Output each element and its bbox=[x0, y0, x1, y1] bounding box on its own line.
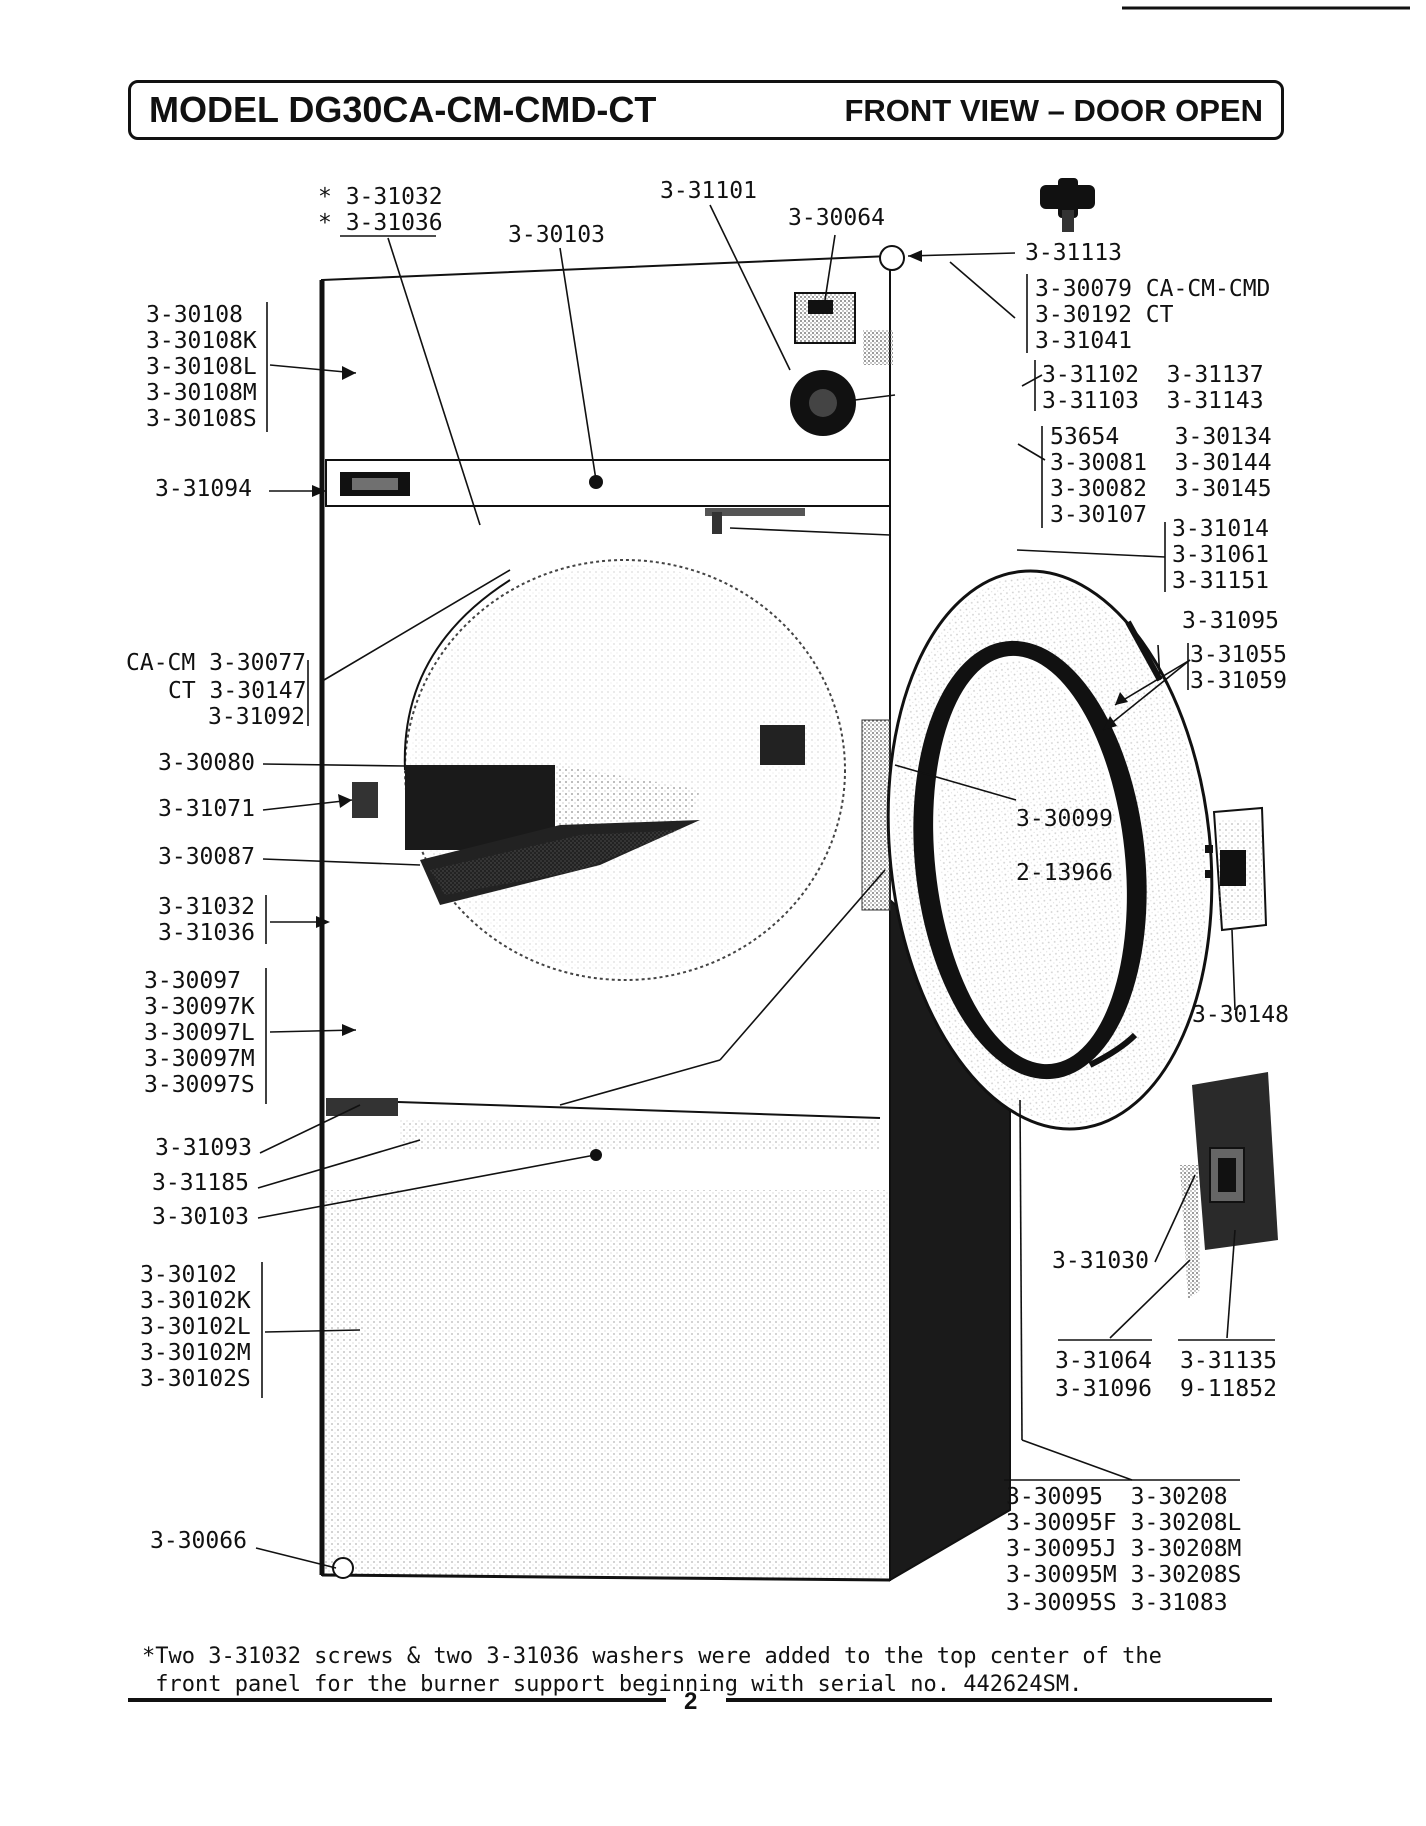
callout-top-panel-1: 3-30108K bbox=[146, 328, 257, 354]
door-strike bbox=[1180, 1072, 1278, 1300]
callout-door-assembly-4: 3-30095S 3-31083 bbox=[1006, 1590, 1228, 1616]
callout-right-d-0: 3-31014 bbox=[1172, 516, 1269, 542]
callout-door-gasket: 3-30099 bbox=[1016, 806, 1113, 832]
callout-kick-strip: 3-31093 bbox=[155, 1135, 252, 1161]
door-catch bbox=[1205, 806, 1268, 932]
callout-right-a-0: 3-30079 CA-CM-CMD bbox=[1035, 276, 1271, 302]
callout-door-assembly-3: 3-30095M 3-30208S bbox=[1006, 1562, 1242, 1588]
callout-lower-screw: 3-30103 bbox=[152, 1204, 249, 1230]
callout-leg: 3-30066 bbox=[150, 1528, 247, 1554]
knob-icon bbox=[1040, 178, 1095, 232]
callout-side-screws-1: 3-31036 bbox=[158, 920, 255, 946]
door bbox=[886, 569, 1214, 1131]
callout-lint-screen-top: 3-30080 bbox=[158, 750, 255, 776]
callout-side-screws-0: 3-31032 bbox=[158, 894, 255, 920]
lint-screen bbox=[352, 725, 805, 905]
callout-strike-left-0: 3-31064 bbox=[1055, 1348, 1152, 1374]
callout-lower-panel-3: 3-30102M bbox=[140, 1340, 251, 1366]
callout-door-hinge-pin: 3-31095 bbox=[1182, 608, 1279, 634]
callout-door-glass-1: 3-31059 bbox=[1190, 668, 1287, 694]
callout-cylinder-2: 3-31092 bbox=[208, 704, 305, 730]
leader-lines bbox=[255, 204, 1275, 1569]
callout-right-d-1: 3-31061 bbox=[1172, 542, 1269, 568]
callout-top-right-screw: 3-31113 bbox=[1025, 240, 1122, 266]
callout-front-panel-3: 3-30097M bbox=[144, 1046, 255, 1072]
callout-right-c-0: 53654 3-30134 bbox=[1050, 424, 1272, 450]
callout-right-c-2: 3-30082 3-30145 bbox=[1050, 476, 1272, 502]
screw-icon bbox=[879, 245, 905, 271]
callout-front-panel-2: 3-30097L bbox=[144, 1020, 255, 1046]
timer-module bbox=[790, 292, 893, 436]
callout-lower-panel-4: 3-30102S bbox=[140, 1366, 251, 1392]
footnote: *Two 3-31032 screws & two 3-31036 washer… bbox=[142, 1644, 1162, 1697]
callout-top-panel-2: 3-30108L bbox=[146, 354, 257, 380]
callout-right-c-3: 3-30107 bbox=[1050, 502, 1147, 528]
callout-lower-panel-0: 3-30102 bbox=[140, 1262, 237, 1288]
view-title: FRONT VIEW – DOOR OPEN bbox=[844, 93, 1263, 128]
callout-door-catch: 3-30148 bbox=[1192, 1002, 1289, 1028]
callout-right-b-0: 3-31102 3-31137 bbox=[1042, 362, 1264, 388]
callout-cylinder-1: CT 3-30147 bbox=[168, 678, 307, 704]
arrowheads bbox=[312, 250, 1128, 1036]
callout-control-strip: 3-31094 bbox=[155, 476, 252, 502]
callout-right-c-1: 3-30081 3-30144 bbox=[1050, 450, 1272, 476]
callout-lower-strip: 3-31185 bbox=[152, 1170, 249, 1196]
callout-strike-screw: 3-31030 bbox=[1052, 1248, 1149, 1274]
callout-cylinder-0: CA-CM 3-30077 bbox=[126, 650, 307, 676]
callout-lower-panel-2: 3-30102L bbox=[140, 1314, 251, 1340]
callout-door-seal: 2-13966 bbox=[1016, 860, 1113, 886]
callout-front-panel-1: 3-30097K bbox=[144, 994, 255, 1020]
page-number: 2 bbox=[684, 1688, 698, 1715]
control-strip bbox=[325, 459, 891, 534]
callout-door-assembly-0: 3-30095 3-30208 bbox=[1006, 1484, 1228, 1510]
callout-lint-screen: 3-30087 bbox=[158, 844, 255, 870]
callout-filter-cover: 3-31071 bbox=[158, 796, 255, 822]
callout-strike-right-1: 9-11852 bbox=[1180, 1376, 1277, 1402]
model-title: MODEL DG30CA-CM-CMD-CT bbox=[149, 89, 657, 130]
callout-door-assembly-2: 3-30095J 3-30208M bbox=[1006, 1536, 1242, 1562]
callout-timer-label: 3-30064 bbox=[788, 205, 885, 231]
callout-right-a-2: 3-31041 bbox=[1035, 328, 1132, 354]
callout-strike-left-1: 3-31096 bbox=[1055, 1376, 1152, 1402]
callout-right-a-1: 3-30192 CT bbox=[1035, 302, 1174, 328]
callout-top-washers: * 3-31036 bbox=[318, 210, 443, 236]
callout-lower-panel-1: 3-30102K bbox=[140, 1288, 251, 1314]
callout-door-glass-0: 3-31055 bbox=[1190, 642, 1287, 668]
callout-right-b-1: 3-31103 3-31143 bbox=[1042, 388, 1264, 414]
callout-strike-right-0: 3-31135 bbox=[1180, 1348, 1277, 1374]
callout-door-assembly-1: 3-30095F 3-30208L bbox=[1006, 1510, 1242, 1536]
callout-front-panel-0: 3-30097 bbox=[144, 968, 241, 994]
callout-front-panel-4: 3-30097S bbox=[144, 1072, 255, 1098]
callout-timer-dial: 3-31101 bbox=[660, 178, 757, 204]
kick-strip bbox=[326, 1098, 881, 1161]
callout-top-panel-3: 3-30108M bbox=[146, 380, 257, 406]
callout-top-panel-screw: 3-30103 bbox=[508, 222, 605, 248]
callout-top-panel-4: 3-30108S bbox=[146, 406, 257, 432]
callout-top-screws: * 3-31032 bbox=[318, 184, 443, 210]
callout-top-panel-0: 3-30108 bbox=[146, 302, 243, 328]
title-bar: MODEL DG30CA-CM-CMD-CT FRONT VIEW – DOOR… bbox=[128, 80, 1284, 140]
callout-right-d-2: 3-31151 bbox=[1172, 568, 1269, 594]
